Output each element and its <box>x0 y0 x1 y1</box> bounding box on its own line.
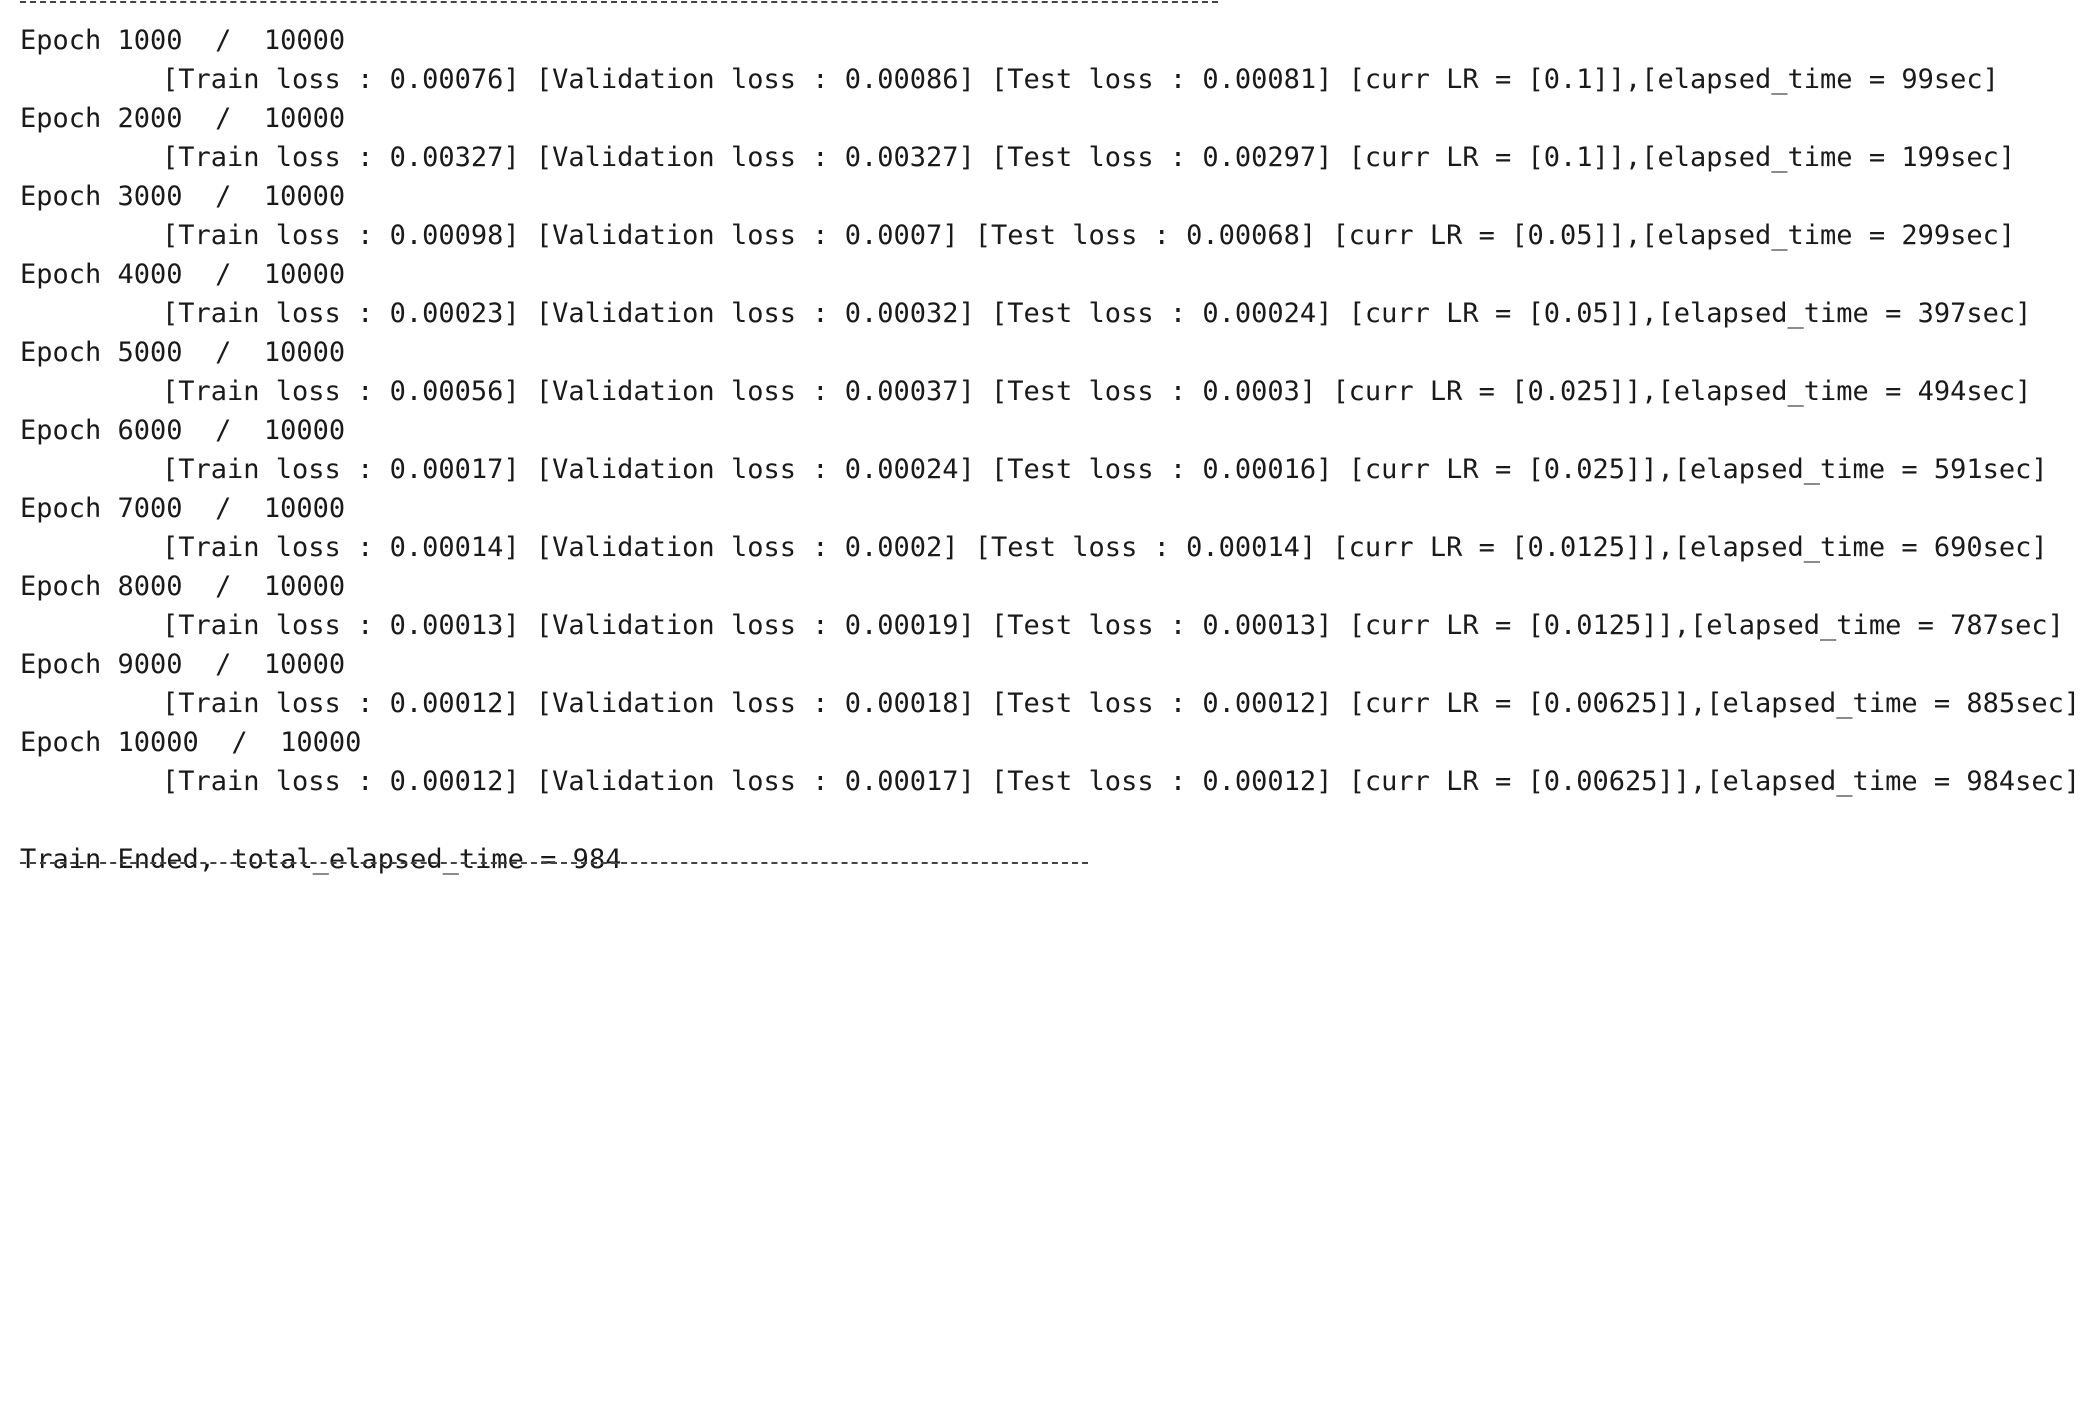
epoch-header: Epoch 1000 / 10000 <box>20 25 346 56</box>
epoch-metrics: [Train loss : 0.00013] [Validation loss … <box>162 610 2064 641</box>
epoch-header: Epoch 4000 / 10000 <box>20 259 346 290</box>
console-output: Epoch 1000 / 10000 [Train loss : 0.00076… <box>20 1 2080 875</box>
separator-bottom <box>20 862 1088 865</box>
epoch-header: Epoch 6000 / 10000 <box>20 415 346 446</box>
epoch-metrics: [Train loss : 0.00327] [Validation loss … <box>162 142 2016 173</box>
epoch-metrics: [Train loss : 0.00056] [Validation loss … <box>162 376 2032 407</box>
epoch-metrics: [Train loss : 0.00076] [Validation loss … <box>162 64 1999 95</box>
epoch-header: Epoch 7000 / 10000 <box>20 493 346 524</box>
epoch-metrics: [Train loss : 0.00012] [Validation loss … <box>162 766 2080 797</box>
epoch-metrics: [Train loss : 0.00023] [Validation loss … <box>162 298 2032 329</box>
epoch-header: Epoch 5000 / 10000 <box>20 337 346 368</box>
epoch-header: Epoch 10000 / 10000 <box>20 727 362 758</box>
epoch-header: Epoch 2000 / 10000 <box>20 103 346 134</box>
epoch-metrics: [Train loss : 0.00017] [Validation loss … <box>162 454 2048 485</box>
epoch-metrics: [Train loss : 0.00012] [Validation loss … <box>162 688 2080 719</box>
epoch-header: Epoch 9000 / 10000 <box>20 649 346 680</box>
separator-top <box>20 1 1218 4</box>
epoch-header: Epoch 3000 / 10000 <box>20 181 346 212</box>
epoch-metrics: [Train loss : 0.00098] [Validation loss … <box>162 220 2016 251</box>
train-summary: Train Ended, total_elapsed_time = 984 <box>20 844 622 875</box>
epoch-metrics: [Train loss : 0.00014] [Validation loss … <box>162 532 2048 563</box>
epoch-header: Epoch 8000 / 10000 <box>20 571 346 602</box>
